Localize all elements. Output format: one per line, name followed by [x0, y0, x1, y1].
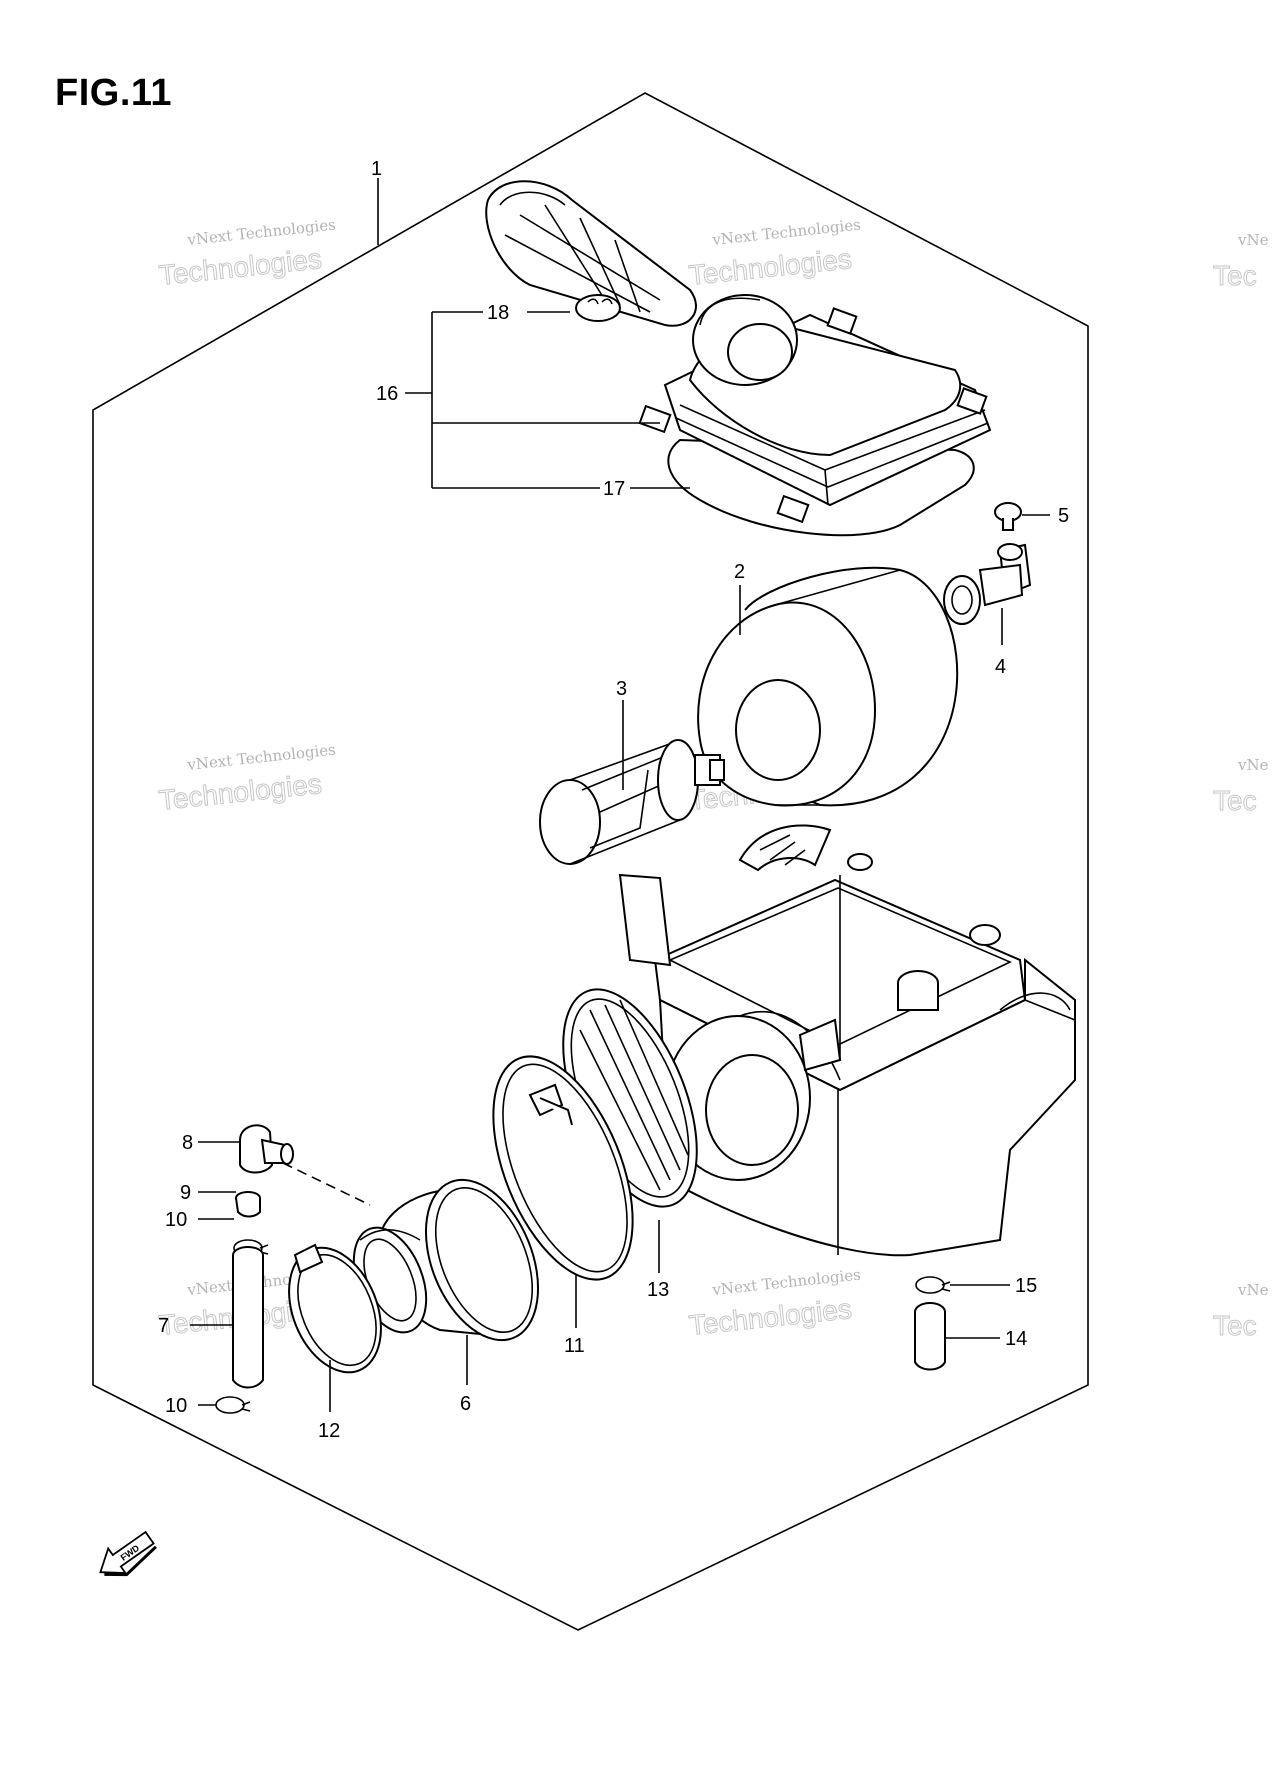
part-14-plug — [914, 1302, 946, 1371]
watermark-text: Tec — [1213, 260, 1257, 291]
figure-title: FIG.11 — [55, 72, 173, 114]
watermark-text: vNe — [1237, 1281, 1269, 1299]
callout-11: 11 — [564, 1335, 585, 1357]
watermark-text: Technologies — [687, 1293, 853, 1341]
part-18-intake-snorkel — [485, 180, 697, 327]
callout-15: 15 — [1015, 1275, 1037, 1297]
leader-lines — [190, 178, 1050, 1412]
callout-18: 18 — [487, 302, 509, 324]
callout-4: 4 — [995, 656, 1006, 678]
part-12-hose-clamp — [288, 1243, 382, 1374]
part-4-fitting — [943, 543, 1032, 625]
forward-direction-arrow: FWD — [99, 1530, 157, 1577]
watermark-text: Tec — [1213, 785, 1257, 816]
callout-16: 16 — [376, 383, 398, 405]
part-2-filter-element — [697, 566, 959, 807]
watermark-text: vNe — [1237, 756, 1269, 774]
callout-17: 17 — [603, 478, 625, 500]
part-3-filter-cage — [539, 739, 725, 865]
part-9-grommet — [235, 1191, 261, 1218]
part-8-elbow-fitting — [239, 1124, 294, 1174]
callout-7: 7 — [158, 1315, 169, 1337]
air-cleaner-case — [618, 824, 1076, 1257]
callout-3: 3 — [616, 678, 627, 700]
watermark-text: vNe — [1237, 231, 1269, 249]
callout-1: 1 — [371, 158, 382, 180]
callout-13: 13 — [647, 1279, 669, 1301]
watermark-text: Technologies — [687, 243, 853, 291]
part-15-clip — [915, 1276, 951, 1294]
callout-6: 6 — [460, 1393, 471, 1415]
watermark-text: Technologies — [157, 768, 323, 816]
callout-10-lower: 10 — [165, 1395, 187, 1417]
part-16-air-cleaner-cap — [638, 294, 992, 537]
part-11-clamp-ring — [492, 1055, 634, 1281]
part-6-intake-boot — [352, 1178, 540, 1342]
callout-2: 2 — [734, 561, 745, 583]
callout-9: 9 — [180, 1182, 191, 1204]
part-10-clip-lower — [215, 1396, 251, 1414]
part-5-screw — [994, 502, 1022, 531]
callout-12: 12 — [318, 1420, 340, 1442]
callout-10-upper: 10 — [165, 1209, 187, 1231]
watermark-text: Tec — [1213, 1310, 1257, 1341]
assembly-boundary — [92, 92, 1089, 1631]
callout-labels: 1 2 3 4 5 6 7 8 9 10 10 11 12 13 14 15 1… — [158, 158, 1069, 1442]
callout-14: 14 — [1005, 1328, 1027, 1350]
part-7-drain-hose — [232, 1246, 264, 1389]
callout-8: 8 — [182, 1132, 193, 1154]
callout-5: 5 — [1058, 505, 1069, 527]
watermark-text: Technologies — [157, 243, 323, 291]
